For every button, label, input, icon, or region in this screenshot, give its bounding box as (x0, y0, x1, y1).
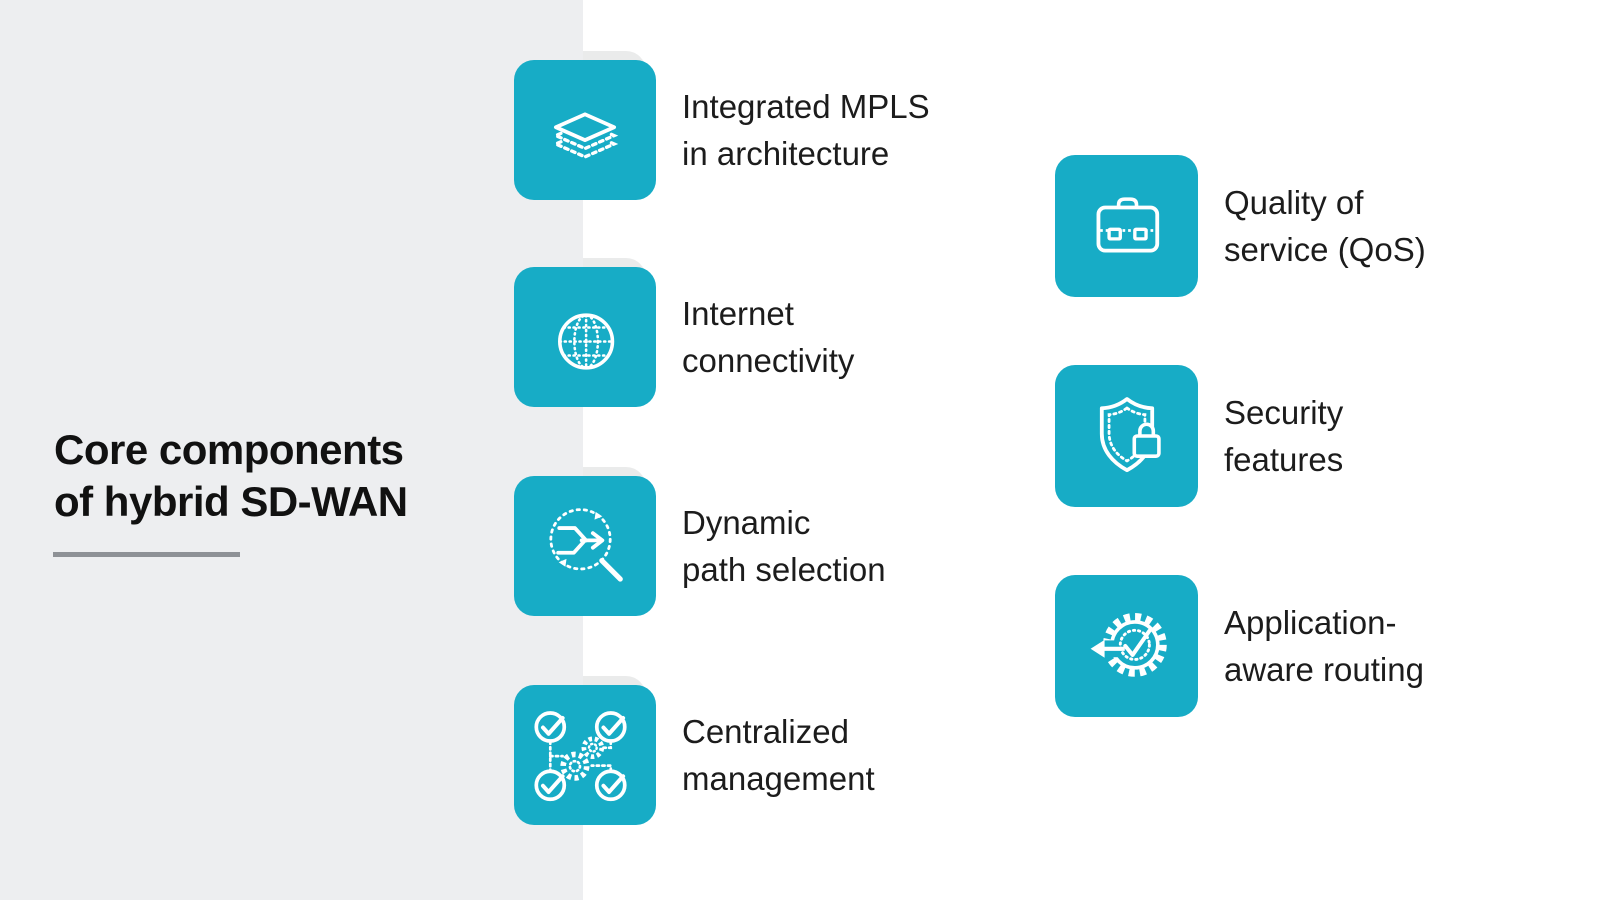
icon-tile (504, 676, 656, 825)
component-item-security: Security features (1055, 365, 1343, 507)
label-line2: features (1224, 441, 1344, 478)
centralized-management-icon (534, 711, 627, 802)
globe-icon (558, 313, 615, 370)
label-line2: connectivity (682, 342, 855, 379)
component-label: Integrated MPLS in architecture (682, 83, 930, 177)
label-line1: Application- (1224, 604, 1397, 641)
label-line2: in architecture (682, 135, 890, 172)
page-title: Core components of hybrid SD-WAN (54, 424, 408, 528)
briefcase-icon (1096, 197, 1159, 253)
component-item-app-routing: Application- aware routing (1055, 575, 1424, 717)
path-selection-icon (549, 508, 623, 582)
component-label: Dynamic path selection (682, 499, 886, 593)
label-line1: Quality of (1224, 184, 1364, 221)
left-panel (0, 0, 583, 900)
gear-check-arrow-icon (1090, 612, 1167, 677)
component-label: Security features (1224, 389, 1343, 483)
label-line1: Security (1224, 394, 1344, 431)
icon-tile (504, 258, 656, 407)
title-underline-rule (53, 552, 240, 557)
component-label: Internet connectivity (682, 290, 854, 384)
label-line2: path selection (682, 551, 886, 588)
label-line2: aware routing (1224, 651, 1424, 688)
label-line1: Internet (682, 295, 794, 332)
page-title-line1: Core components (54, 426, 404, 473)
component-label: Centralized management (682, 708, 875, 802)
component-item-path-selection: Dynamic path selection (504, 467, 886, 616)
page-title-line2: of hybrid SD-WAN (54, 478, 408, 525)
label-line1: Dynamic (682, 504, 811, 541)
layers-icon (551, 112, 619, 159)
component-item-qos: Quality of service (QoS) (1055, 155, 1426, 297)
label-line2: management (682, 760, 875, 797)
component-item-internet: Internet connectivity (504, 258, 854, 407)
label-line1: Centralized (682, 713, 849, 750)
icon-tile (1055, 365, 1198, 507)
shield-lock-icon (1099, 397, 1161, 473)
icon-tile (504, 467, 656, 616)
icon-tile (1055, 155, 1198, 297)
label-line2: service (QoS) (1224, 231, 1426, 268)
icon-tile (1055, 575, 1198, 717)
component-item-centralized-management: Centralized management (504, 676, 875, 825)
label-line1: Integrated MPLS (682, 88, 930, 125)
icon-tile (504, 51, 656, 200)
component-label: Application- aware routing (1224, 599, 1424, 693)
component-label: Quality of service (QoS) (1224, 179, 1426, 273)
component-item-mpls: Integrated MPLS in architecture (504, 51, 930, 200)
